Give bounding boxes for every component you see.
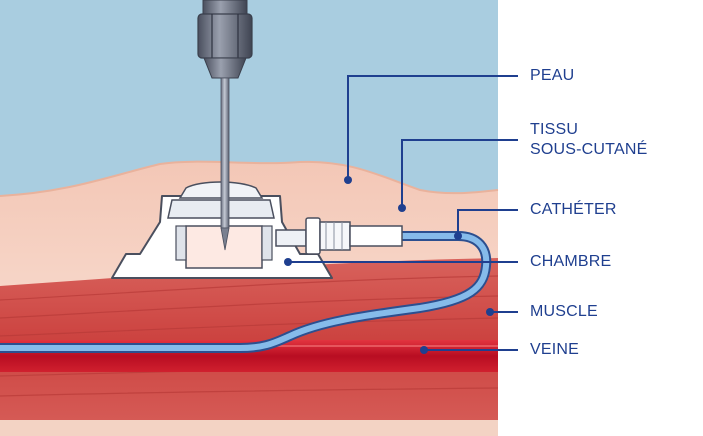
label-veine: VEINE xyxy=(530,341,580,358)
lower-tissue xyxy=(0,420,498,436)
label-tissu-line1: TISSU xyxy=(530,121,579,138)
dot-tissu xyxy=(398,204,406,212)
huber-needle xyxy=(197,0,253,251)
label-peau: PEAU xyxy=(530,67,575,84)
skin-edge xyxy=(0,160,499,197)
leader-dots xyxy=(284,176,494,354)
leader-lines xyxy=(288,75,518,351)
muscle-layer xyxy=(0,258,498,420)
label-chambre: CHAMBRE xyxy=(530,253,612,270)
dot-veine xyxy=(420,346,428,354)
dot-peau xyxy=(344,176,352,184)
label-tissu-line2: SOUS-CUTANÉ xyxy=(530,141,648,158)
leader-catheter xyxy=(457,209,518,234)
dot-catheter xyxy=(454,232,462,240)
leader-peau xyxy=(347,75,518,178)
label-catheter: CATHÉTER xyxy=(530,201,617,218)
dot-muscle xyxy=(486,308,494,316)
dot-chambre xyxy=(284,258,292,266)
catheter-connector xyxy=(275,217,403,255)
catheter-tube-inner xyxy=(0,233,490,351)
label-tissu-sous-cutane: TISSU SOUS-CUTANÉ xyxy=(530,120,647,160)
label-muscle: MUSCLE xyxy=(530,303,598,320)
leader-tissu xyxy=(401,139,518,206)
